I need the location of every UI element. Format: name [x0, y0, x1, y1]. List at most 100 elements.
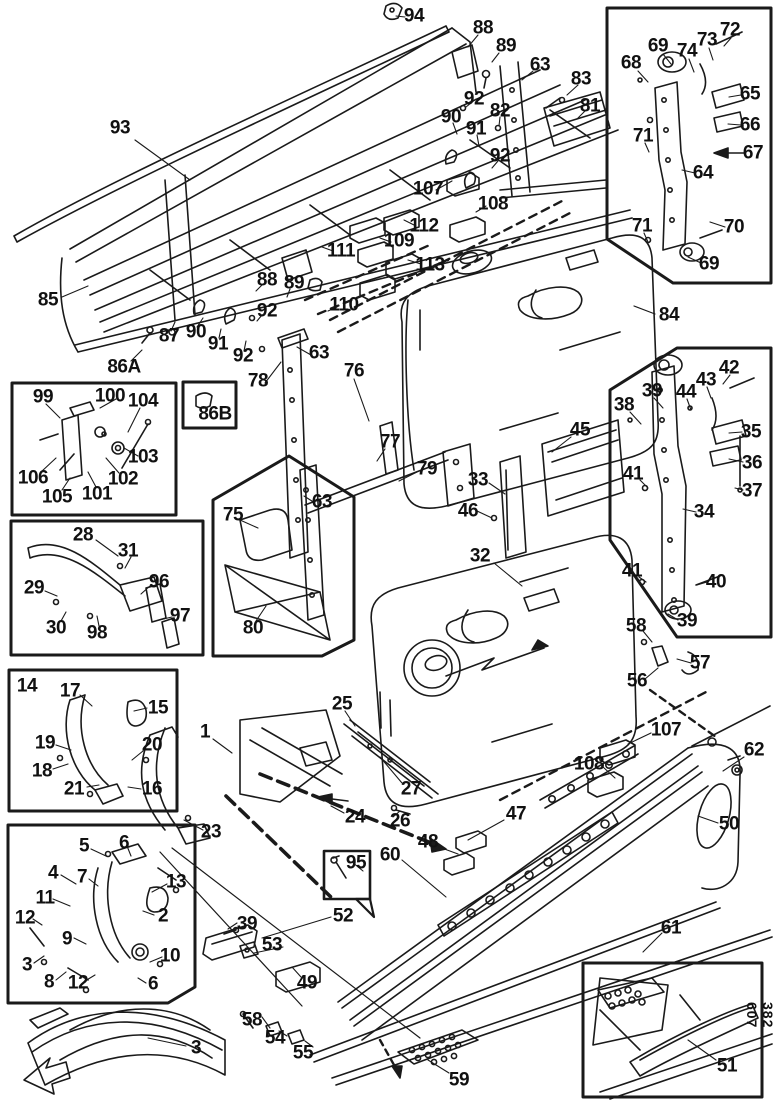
- clips-56-57-58-art: [642, 640, 717, 738]
- part-label-77: 77: [379, 431, 401, 453]
- part-label-34: 34: [693, 501, 715, 523]
- box-28-art: [28, 544, 179, 648]
- part-label-88: 88: [472, 17, 494, 39]
- part-label-79: 79: [416, 458, 438, 480]
- part-label-57: 57: [689, 652, 711, 674]
- part-label-112: 112: [409, 215, 439, 237]
- part-label-98: 98: [86, 622, 108, 644]
- part-label-86B: 86B: [198, 403, 232, 425]
- part-label-55: 55: [292, 1042, 314, 1064]
- part-label-58: 58: [625, 615, 647, 637]
- part-label-7: 7: [76, 866, 88, 888]
- part-label-43: 43: [695, 369, 717, 391]
- part-label-33: 33: [467, 469, 489, 491]
- part-label-71: 71: [631, 215, 653, 237]
- part-label-76: 76: [343, 360, 365, 382]
- part-label-89: 89: [495, 35, 517, 57]
- part-label-25: 25: [331, 693, 353, 715]
- part-label-75: 75: [222, 504, 244, 526]
- part-label-81: 81: [579, 95, 601, 117]
- part-label-24: 24: [344, 806, 366, 828]
- part-label-6: 6: [118, 832, 130, 854]
- part-label-38: 38: [613, 394, 635, 416]
- part-label-69: 69: [647, 35, 669, 57]
- part-label-102: 102: [107, 468, 139, 490]
- box-2-art: [30, 844, 179, 993]
- part-label-85: 85: [37, 289, 59, 311]
- center-bracket-art: [142, 710, 446, 1038]
- strut-64-art: [638, 32, 744, 261]
- part-label-5: 5: [78, 835, 90, 857]
- bottom-hardware-art: [203, 856, 346, 1044]
- part-label-12: 12: [14, 907, 36, 929]
- step-plates-art: [380, 746, 638, 1078]
- part-label-48: 48: [417, 831, 439, 853]
- box-14-art: [58, 695, 149, 804]
- strut-34-art: [628, 355, 754, 619]
- part-label-91: 91: [465, 118, 487, 140]
- part-label-69: 69: [698, 253, 720, 275]
- part-label-21: 21: [63, 778, 85, 800]
- part-label-39: 39: [641, 380, 663, 402]
- part-label-31: 31: [117, 540, 139, 562]
- figure-code: 382 607: [744, 1002, 776, 1029]
- leader-lines: [33, 16, 744, 1073]
- part-label-53: 53: [261, 934, 283, 956]
- part-label-54: 54: [264, 1027, 286, 1049]
- part-label-82: 82: [489, 100, 511, 122]
- part-label-100: 100: [94, 385, 126, 407]
- upper-panel-art: [14, 26, 632, 352]
- part-label-10: 10: [159, 945, 181, 967]
- part-label-6: 6: [147, 973, 159, 995]
- part-label-70: 70: [723, 216, 745, 238]
- box-51-art: [593, 978, 758, 1076]
- part-label-80: 80: [242, 617, 264, 639]
- part-label-68: 68: [620, 52, 642, 74]
- part-label-92: 92: [489, 145, 511, 167]
- part-label-108: 108: [573, 753, 605, 775]
- part-label-17: 17: [59, 680, 81, 702]
- part-label-2: 2: [157, 905, 169, 927]
- part-label-23: 23: [200, 821, 222, 843]
- part-label-96: 96: [148, 571, 170, 593]
- top-hardware-art: [142, 3, 610, 408]
- part-label-108: 108: [477, 193, 509, 215]
- part-label-41: 41: [622, 463, 644, 485]
- part-label-8: 8: [43, 971, 55, 993]
- part-label-78: 78: [247, 370, 269, 392]
- part-label-1: 1: [199, 721, 211, 743]
- part-label-105: 105: [41, 486, 73, 508]
- mid-brackets-art: [278, 329, 624, 676]
- part-label-42: 42: [718, 357, 740, 379]
- part-label-88: 88: [256, 269, 278, 291]
- part-label-44: 44: [675, 381, 697, 403]
- part-label-39: 39: [236, 913, 258, 935]
- part-label-64: 64: [692, 162, 714, 184]
- mudflap-art: [24, 1008, 225, 1094]
- part-label-86A: 86A: [107, 356, 141, 378]
- part-label-83: 83: [570, 68, 592, 90]
- part-label-90: 90: [185, 321, 207, 343]
- fuel-tank-84-art: [401, 235, 658, 508]
- part-label-56: 56: [626, 670, 648, 692]
- part-label-92: 92: [463, 88, 485, 110]
- part-label-18: 18: [31, 760, 53, 782]
- part-label-9: 9: [61, 928, 73, 950]
- fuel-tank-32-art: [371, 535, 636, 806]
- part-label-51: 51: [716, 1055, 738, 1077]
- part-label-103: 103: [127, 446, 159, 468]
- part-label-63: 63: [311, 491, 333, 513]
- part-label-74: 74: [676, 40, 698, 62]
- part-label-26: 26: [389, 810, 411, 832]
- part-label-41: 41: [621, 560, 643, 582]
- part-label-28: 28: [72, 524, 94, 546]
- part-label-40: 40: [705, 571, 727, 593]
- part-label-3: 3: [21, 954, 33, 976]
- part-label-47: 47: [505, 803, 527, 825]
- part-label-30: 30: [45, 617, 67, 639]
- part-label-3: 3: [190, 1037, 202, 1059]
- part-label-58: 58: [241, 1009, 263, 1031]
- part-label-45: 45: [569, 419, 591, 441]
- part-label-84: 84: [658, 304, 680, 326]
